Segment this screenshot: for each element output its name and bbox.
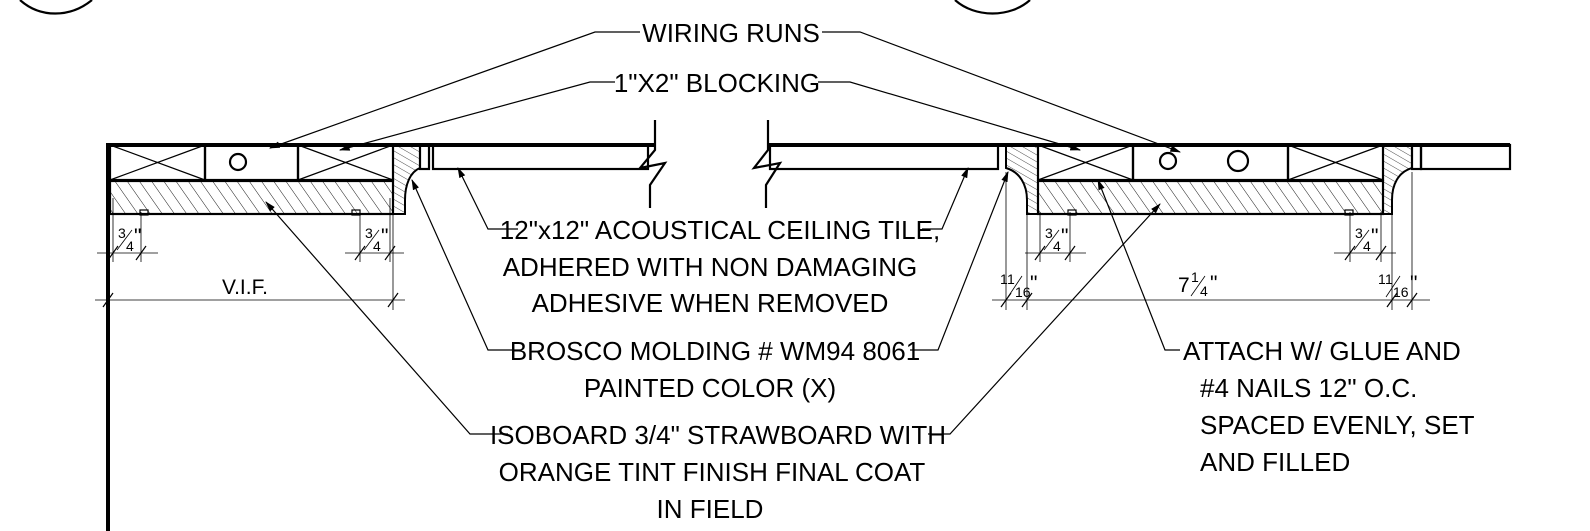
svg-text:1: 1 xyxy=(1378,271,1386,287)
right-blocking-row xyxy=(1036,143,1385,182)
left-blocking-row xyxy=(108,143,395,182)
dim-right-three-quarter-1: 3 4 " xyxy=(1043,225,1068,254)
svg-text:": " xyxy=(134,225,141,248)
label-molding-line-1: BROSCO MOLDING # WM94 8061 xyxy=(510,336,920,366)
svg-text:": " xyxy=(1371,225,1378,248)
right-molding-right xyxy=(1382,144,1413,215)
dim-left-three-quarter-1: 3 4 " xyxy=(116,225,141,254)
label-attach-line-1: ATTACH W/ GLUE AND xyxy=(1183,336,1461,366)
dim-left-three-quarter-2: 3 4 " xyxy=(363,225,388,254)
svg-text:": " xyxy=(1030,272,1037,295)
svg-text:4: 4 xyxy=(373,238,381,254)
dim-right-three-quarter-2: 3 4 " xyxy=(1353,225,1378,254)
label-isoboard-line-1: ISOBOARD 3/4" STRAWBOARD WITH xyxy=(490,420,946,450)
svg-text:4: 4 xyxy=(1053,238,1061,254)
right-isoboard-panel xyxy=(1036,179,1385,216)
wiring-run-circle xyxy=(228,152,248,172)
left-break-line xyxy=(637,120,668,208)
svg-text:": " xyxy=(381,225,388,248)
label-tile-line-1: 12"x12" ACOUSTICAL CEILING TILE, xyxy=(500,215,940,245)
svg-text:16: 16 xyxy=(1015,284,1031,300)
left-isoboard-panel xyxy=(108,179,395,216)
dimension-lines xyxy=(95,172,1430,310)
svg-text:4: 4 xyxy=(1200,283,1208,299)
leader-lines xyxy=(265,31,1182,435)
label-isoboard-line-2: ORANGE TINT FINISH FINAL COAT xyxy=(499,457,926,487)
wiring-run-circle-2 xyxy=(1226,149,1250,173)
label-molding-line-2: PAINTED COLOR (X) xyxy=(584,373,836,403)
dim-right-one-sixteenth-1: 1 1 16 " xyxy=(1000,271,1037,300)
left-molding xyxy=(392,144,421,215)
left-ceiling-tile xyxy=(431,143,650,171)
right-ceiling-tile-right xyxy=(1419,143,1512,171)
svg-text:1: 1 xyxy=(1007,271,1015,287)
svg-text:1: 1 xyxy=(1000,271,1008,287)
label-blocking: 1"X2" BLOCKING xyxy=(614,68,820,98)
svg-text:3: 3 xyxy=(118,225,126,241)
right-ceiling-tile-left xyxy=(768,143,1000,171)
svg-text:3: 3 xyxy=(1045,225,1053,241)
svg-text:3: 3 xyxy=(365,225,373,241)
detail-bubble-right xyxy=(954,0,1031,15)
svg-text:16: 16 xyxy=(1393,284,1409,300)
svg-text:": " xyxy=(1410,272,1417,295)
dim-vif: V.I.F. xyxy=(222,276,268,299)
dim-seven-quarter: 7 1 4 " xyxy=(1178,269,1217,299)
svg-text:7: 7 xyxy=(1178,274,1190,297)
svg-text:": " xyxy=(1061,225,1068,248)
dim-right-one-sixteenth-2: 1 1 16 " xyxy=(1378,271,1417,300)
svg-text:4: 4 xyxy=(1363,238,1371,254)
label-tile-line-3: ADHESIVE WHEN REMOVED xyxy=(532,288,889,318)
label-attach-line-4: AND FILLED xyxy=(1200,447,1350,477)
label-tile-line-2: ADHERED WITH NON DAMAGING xyxy=(503,252,918,282)
svg-text:3: 3 xyxy=(1355,225,1363,241)
svg-text:": " xyxy=(1210,272,1217,295)
label-isoboard-line-3: IN FIELD xyxy=(657,494,764,524)
svg-text:1: 1 xyxy=(1385,271,1393,287)
label-wiring-runs: WIRING RUNS xyxy=(642,18,820,48)
svg-text:4: 4 xyxy=(126,238,134,254)
label-attach-line-3: SPACED EVENLY, SET xyxy=(1200,410,1475,440)
detail-bubble-left xyxy=(19,0,93,15)
svg-text:1: 1 xyxy=(1191,269,1199,285)
label-attach-line-2: #4 NAILS 12" O.C. xyxy=(1200,373,1417,403)
right-molding-left xyxy=(1005,144,1039,215)
wiring-run-circle-1 xyxy=(1158,151,1178,171)
right-break-line xyxy=(751,120,783,208)
